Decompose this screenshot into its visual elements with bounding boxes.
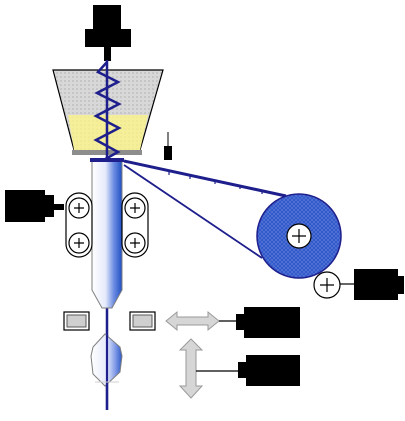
left-motor [5,190,64,222]
reel-drive [313,269,404,300]
film-belt [123,159,287,259]
vertical-motion [178,338,300,399]
film-reel [256,193,342,279]
belt-rollers [65,192,149,258]
sealing-jaws [63,311,156,331]
horizontal-motion [165,307,300,338]
forming-tube [90,158,124,309]
top-motor [85,5,131,61]
formed-bag [90,333,123,410]
sensor-marker [164,132,172,160]
